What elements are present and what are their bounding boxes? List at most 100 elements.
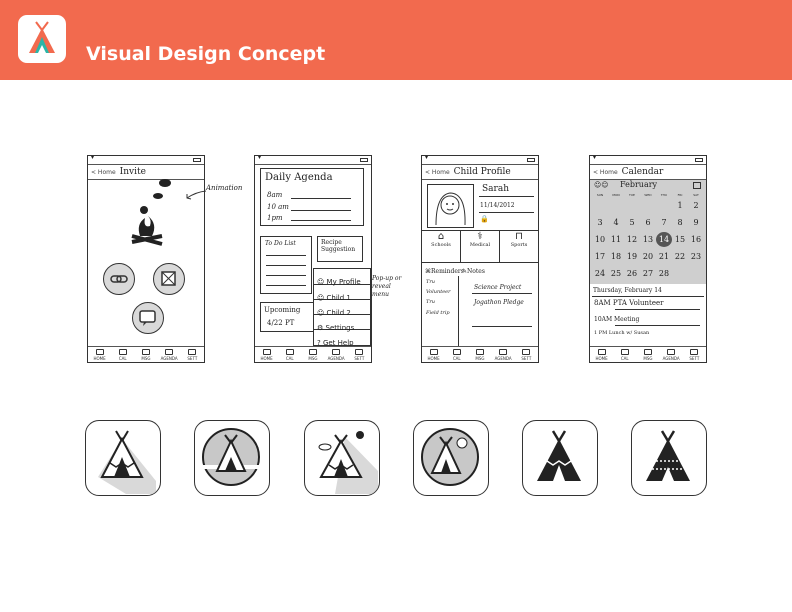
reminder-item[interactable]: Science Project bbox=[474, 284, 522, 291]
tab-settings[interactable]: SETT bbox=[517, 348, 535, 361]
message-button[interactable] bbox=[132, 302, 164, 334]
reminder-item[interactable]: Jogathon Pledge bbox=[474, 299, 524, 306]
tab-agenda[interactable]: AGENDA bbox=[160, 348, 178, 361]
agenda-line bbox=[291, 220, 351, 221]
tab-agenda[interactable]: AGENDA bbox=[662, 348, 680, 361]
back-link[interactable]: < Home bbox=[593, 169, 618, 176]
menu-item-help[interactable]: ? Get Help bbox=[317, 339, 354, 347]
agenda-time: 8am bbox=[267, 191, 283, 199]
tab-home[interactable]: HOME bbox=[425, 348, 443, 361]
calendar-view-icon[interactable] bbox=[693, 182, 701, 189]
icon-concept-5[interactable] bbox=[522, 420, 598, 496]
tab-messages[interactable]: MSG bbox=[304, 348, 322, 361]
menu-item-settings[interactable]: ⚙ Settings bbox=[314, 315, 371, 332]
calendar-day bbox=[608, 198, 624, 213]
agenda-title: Daily Agenda bbox=[265, 172, 333, 183]
tab-calendar[interactable]: CAL bbox=[448, 348, 466, 361]
tab-messages[interactable]: MSG bbox=[471, 348, 489, 361]
section-sports[interactable]: ⊓ Sports bbox=[500, 231, 538, 262]
tab-calendar[interactable]: CAL bbox=[616, 348, 634, 361]
calendar-day[interactable]: 6 bbox=[645, 218, 651, 227]
calendar-day[interactable]: 25 bbox=[610, 269, 622, 278]
calendar-day[interactable]: 26 bbox=[626, 269, 638, 278]
profile-sections: ⌂ Schools ⚕ Medical ⊓ Sports bbox=[422, 230, 538, 263]
mail-invite-button[interactable] bbox=[153, 263, 185, 295]
icon-concept-4[interactable] bbox=[413, 420, 489, 496]
calendar-day[interactable]: 28 bbox=[658, 269, 670, 278]
event-item[interactable]: 8AM PTA Volunteer bbox=[594, 299, 664, 307]
profile-photo[interactable] bbox=[427, 184, 474, 228]
event-item[interactable]: 1 PM Lunch w/ Susan bbox=[594, 330, 650, 336]
calendar-day[interactable]: 4 bbox=[613, 218, 619, 227]
calendar-day[interactable]: 9 bbox=[693, 218, 699, 227]
section-schools[interactable]: ⌂ Schools bbox=[422, 231, 461, 262]
teepee-circle-icon bbox=[202, 428, 260, 486]
calendar-day bbox=[640, 198, 656, 213]
tab-messages[interactable]: MSG bbox=[639, 348, 657, 361]
header-bar: Visual Design Concept bbox=[0, 0, 792, 80]
calendar-day[interactable]: 23 bbox=[690, 252, 702, 261]
calendar-day[interactable]: 12 bbox=[626, 235, 638, 244]
icon-concept-1[interactable] bbox=[85, 420, 161, 496]
tab-messages[interactable]: MSG bbox=[137, 348, 155, 361]
stethoscope-icon: ⚕ bbox=[477, 231, 483, 242]
link-button[interactable] bbox=[103, 263, 135, 295]
calendar-day[interactable]: 2 bbox=[693, 201, 699, 210]
popup-menu: ☺ My Profile ☺ Child 1 ☺ Child 2 ⚙ Setti… bbox=[313, 268, 371, 347]
calendar-day[interactable]: 18 bbox=[610, 252, 622, 261]
tab-calendar[interactable]: CAL bbox=[281, 348, 299, 361]
todo-list-card[interactable]: To Do List bbox=[260, 236, 312, 294]
calendar-day[interactable]: 10 bbox=[594, 235, 606, 244]
calendar-day[interactable]: 7 bbox=[661, 218, 667, 227]
menu-item-child-1[interactable]: ☺ Child 1 bbox=[314, 285, 371, 302]
tab-home[interactable]: HOME bbox=[258, 348, 276, 361]
back-link[interactable]: < Home bbox=[91, 169, 116, 176]
event-item[interactable]: 10AM Meeting bbox=[594, 316, 640, 323]
tab-settings[interactable]: SETT bbox=[350, 348, 368, 361]
tab-agenda[interactable]: AGENDA bbox=[494, 348, 512, 361]
tab-home[interactable]: HOME bbox=[593, 348, 611, 361]
daily-agenda-card[interactable]: Daily Agenda 8am 10 am 1pm bbox=[260, 168, 364, 226]
tab-settings[interactable]: SETT bbox=[183, 348, 201, 361]
calendar-day[interactable]: 27 bbox=[642, 269, 654, 278]
calendar-day[interactable]: 24 bbox=[594, 269, 606, 278]
tab-bar: HOME CAL MSG AGENDA SETT bbox=[590, 346, 706, 362]
icon-concept-6[interactable] bbox=[631, 420, 707, 496]
tab-calendar[interactable]: CAL bbox=[114, 348, 132, 361]
calendar-day[interactable]: 19 bbox=[626, 252, 638, 261]
calendar-day[interactable]: 8 bbox=[677, 218, 683, 227]
month-label: February bbox=[620, 180, 658, 189]
calendar-day[interactable]: 13 bbox=[642, 235, 654, 244]
teepee-shadow-icon bbox=[98, 430, 156, 494]
calendar-day[interactable]: 17 bbox=[594, 252, 606, 261]
menu-item-child-2[interactable]: ☺ Child 2 bbox=[314, 300, 371, 317]
calendar-day[interactable]: 11 bbox=[610, 235, 622, 244]
calendar-day[interactable]: 22 bbox=[674, 252, 686, 261]
back-link[interactable]: < Home bbox=[425, 169, 450, 176]
icon-concept-2[interactable] bbox=[194, 420, 270, 496]
calendar-day[interactable]: 15 bbox=[674, 235, 686, 244]
recipe-card[interactable]: Recipe Suggestion bbox=[317, 236, 363, 262]
section-medical[interactable]: ⚕ Medical bbox=[461, 231, 500, 262]
menu-item-profile[interactable]: ☺ My Profile bbox=[314, 269, 371, 286]
weekday-label: MON bbox=[612, 193, 620, 197]
tab-agenda[interactable]: AGENDA bbox=[327, 348, 345, 361]
tab-settings[interactable]: SETT bbox=[685, 348, 703, 361]
school-icon: ⌂ bbox=[437, 231, 445, 242]
calendar-day[interactable]: 5 bbox=[629, 218, 635, 227]
teepee-moon-circle-icon bbox=[421, 428, 479, 486]
calendar-day[interactable]: 20 bbox=[642, 252, 654, 261]
calendar-day-selected[interactable]: 14 bbox=[656, 232, 672, 247]
upcoming-card[interactable]: Upcoming 4/22 PT bbox=[260, 302, 320, 332]
calendar-day[interactable]: 16 bbox=[690, 235, 702, 244]
lock-icon: 🔒 bbox=[480, 215, 489, 223]
calendar-day[interactable]: 1 bbox=[677, 201, 683, 210]
mail-icon bbox=[161, 271, 176, 286]
tab-home[interactable]: HOME bbox=[91, 348, 109, 361]
teepee-pattern-icon bbox=[646, 430, 690, 481]
calendar-day[interactable]: 3 bbox=[597, 218, 603, 227]
calendar-day[interactable]: 21 bbox=[658, 252, 670, 261]
icon-concept-3[interactable] bbox=[304, 420, 380, 496]
